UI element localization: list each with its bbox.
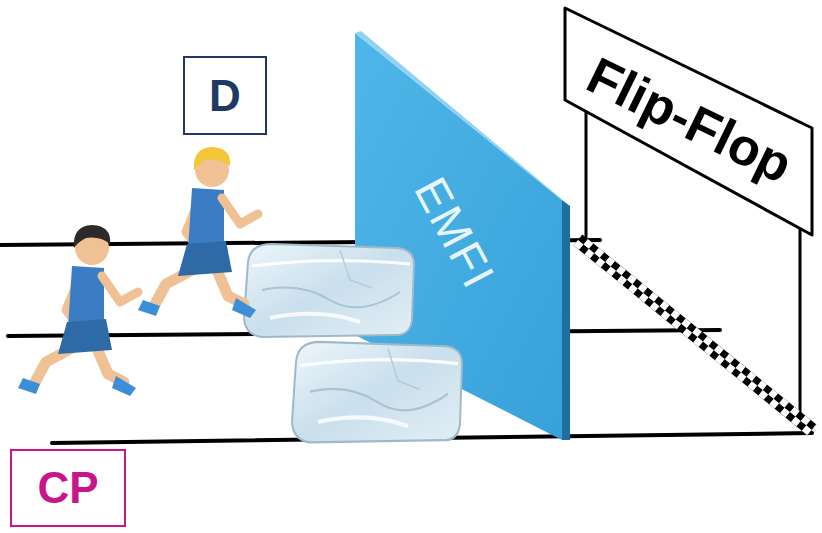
banner-sign: Flip-Flop: [562, 5, 817, 240]
checker-row: [576, 243, 810, 433]
ice-block: [292, 342, 462, 442]
panel-face: [355, 33, 562, 440]
post: [799, 225, 802, 418]
panel-edge: [562, 200, 570, 440]
runner: [138, 147, 258, 318]
checker-row: [580, 237, 814, 427]
finish-line: [576, 237, 814, 432]
post: [585, 95, 588, 245]
node-label: CP: [37, 466, 98, 510]
node-label: D: [209, 74, 241, 118]
label-box: D: [183, 56, 267, 135]
label-box: CP: [10, 449, 126, 527]
ice-block: [244, 244, 414, 337]
sign-board: [565, 8, 812, 235]
panel-top: [355, 31, 570, 206]
runner: [18, 225, 138, 396]
